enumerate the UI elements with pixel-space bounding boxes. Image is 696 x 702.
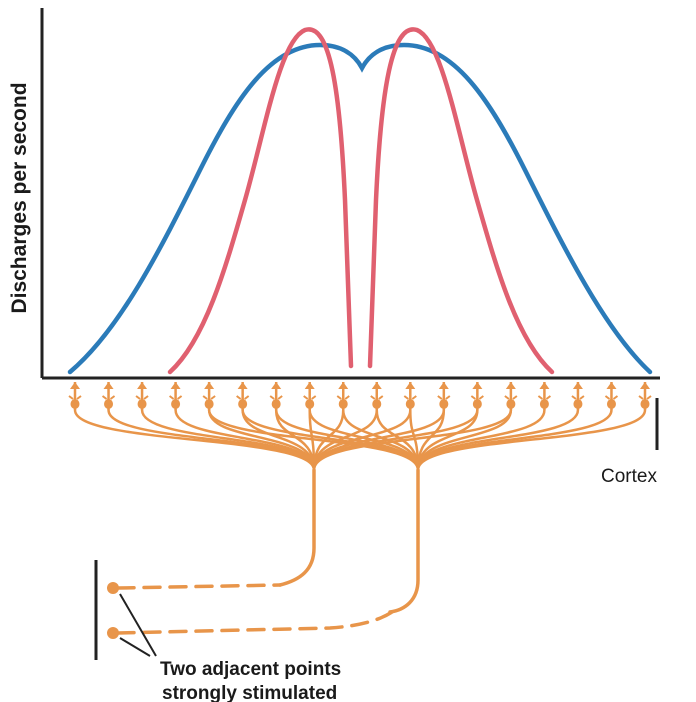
red-peak-left-curve — [167, 27, 354, 375]
blue-excitation-curve — [67, 42, 653, 375]
cortical-neuron — [638, 382, 652, 410]
dendritic-branches — [73, 408, 647, 472]
caption-line-2: strongly stimulated — [162, 683, 337, 702]
cortical-neuron — [370, 382, 384, 410]
cortical-neuron — [303, 382, 317, 410]
cortical-neuron — [168, 382, 183, 410]
cortical-neuron — [336, 382, 350, 410]
lower-afferent-dashed — [116, 610, 394, 635]
caption-line-1: Two adjacent points — [160, 659, 341, 680]
red-peak-right-curve — [367, 27, 555, 375]
cortical-neuron — [269, 382, 283, 410]
dendrite-branch — [207, 408, 316, 472]
stimulus-point-upper — [107, 582, 119, 594]
cortical-neuron — [571, 382, 585, 410]
cortex-label: Cortex — [601, 466, 657, 487]
cortical-neuron — [403, 382, 417, 410]
cortical-neuron — [437, 382, 451, 410]
dendrite-branch — [416, 408, 613, 472]
upper-afferent-dashed — [116, 583, 282, 590]
cortical-neuron — [68, 382, 82, 410]
cortical-neurons — [68, 382, 652, 410]
dendrite-branch — [241, 408, 316, 472]
cortical-neuron — [504, 382, 518, 410]
dendrite-branch — [416, 408, 647, 472]
y-axis-label: Discharges per second — [8, 82, 31, 313]
cortical-neuron — [135, 382, 149, 410]
left-axon-solid — [278, 468, 316, 587]
cortical-neuron — [604, 382, 619, 410]
dendrite-branch — [174, 408, 316, 472]
right-axon-solid — [388, 468, 420, 614]
cortical-neuron — [537, 382, 552, 410]
cortical-neuron — [470, 382, 484, 410]
dendrite-branch — [274, 408, 420, 472]
axes — [40, 8, 660, 380]
cortical-neuron — [236, 382, 250, 410]
cortical-neuron — [202, 382, 216, 410]
cortical-neuron — [101, 382, 116, 410]
afferent-fibers — [116, 468, 420, 635]
caption-pointers — [119, 593, 157, 657]
dendrite-branch — [312, 408, 513, 472]
stimulus-point-lower — [107, 627, 119, 639]
